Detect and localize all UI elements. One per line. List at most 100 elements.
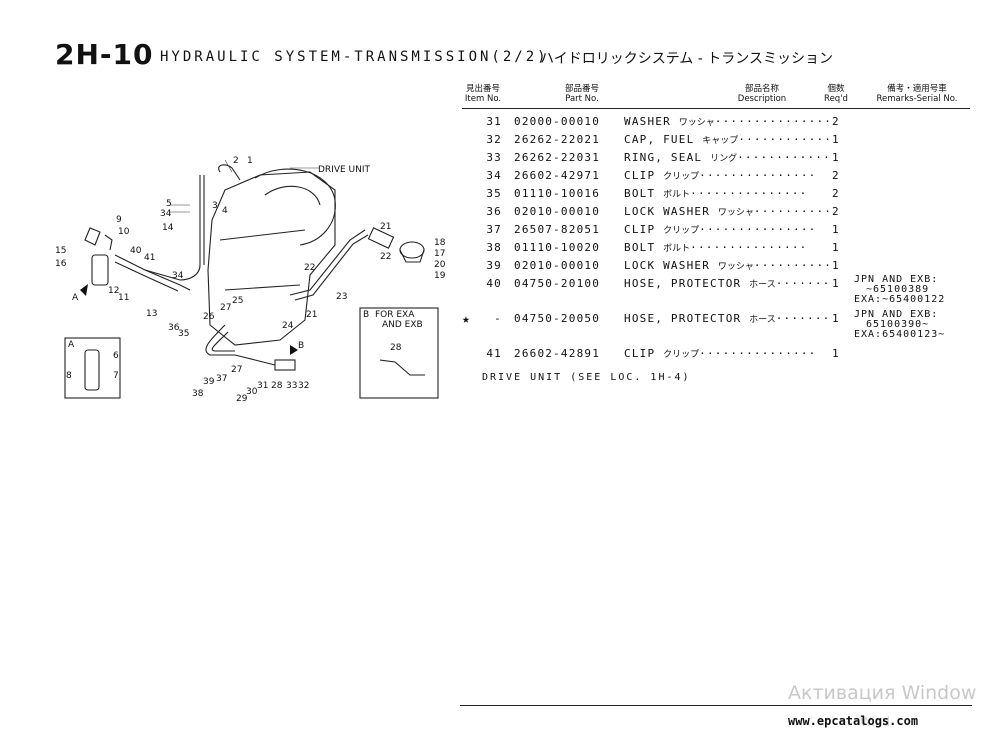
bottom-rule bbox=[460, 705, 972, 706]
col-req: 個数 Req'd bbox=[818, 84, 854, 104]
dot-leader: ··············· bbox=[690, 241, 808, 254]
quantity: 1 bbox=[832, 277, 840, 290]
description-en: LOCK WASHER bbox=[624, 259, 711, 272]
callout: 17 bbox=[434, 249, 445, 259]
quantity: 1 bbox=[832, 223, 840, 236]
pipe-right bbox=[289, 229, 366, 296]
pipe-lower bbox=[205, 324, 276, 366]
description-jp: キャップ bbox=[702, 136, 739, 146]
callout: 35 bbox=[178, 329, 189, 339]
description-en: CLIP bbox=[624, 347, 656, 360]
col-part-jp: 部品番号 bbox=[564, 84, 599, 94]
quantity: 1 bbox=[832, 151, 840, 164]
description: CLIP クリップ··············· bbox=[624, 169, 830, 182]
quantity: 1 bbox=[832, 312, 840, 325]
item-number: 35 bbox=[486, 187, 502, 200]
arrow-a-icon bbox=[80, 284, 88, 296]
page-title-jp: ハイドロリックシステム - トランスミッション bbox=[540, 51, 833, 67]
dot-leader: ··············· bbox=[738, 133, 830, 146]
item-number: 34 bbox=[486, 169, 502, 182]
item-number: 33 bbox=[486, 151, 502, 164]
callout: 21 bbox=[380, 222, 391, 232]
description: CLIP クリップ··············· bbox=[624, 347, 830, 360]
dot-leader: ··············· bbox=[753, 205, 830, 218]
callout: 32 bbox=[298, 381, 309, 391]
description: HOSE, PROTECTOR ホース··············· bbox=[624, 277, 830, 290]
quantity: 2 bbox=[832, 169, 840, 182]
callout: 13 bbox=[146, 309, 157, 319]
description-jp: ワッシャ bbox=[717, 208, 754, 218]
callout: 19 bbox=[434, 271, 446, 281]
remark-line: JPN AND EXB: bbox=[854, 274, 939, 285]
part-number: 26262-22021 bbox=[514, 133, 601, 146]
dot-leader: ··············· bbox=[737, 151, 830, 164]
dot-leader: ··············· bbox=[699, 223, 817, 236]
col-item-en: Item No. bbox=[464, 94, 502, 104]
inset-b-box bbox=[359, 307, 439, 399]
callout: 27 bbox=[231, 365, 242, 375]
description-en: HOSE, PROTECTOR bbox=[624, 277, 742, 290]
item-number: - bbox=[494, 312, 502, 325]
part-number: 02010-00010 bbox=[514, 205, 601, 218]
table-row: 32 26262-22021 CAP, FUEL キャップ·············… bbox=[462, 130, 970, 148]
callout: 25 bbox=[232, 296, 243, 306]
inset-b-label: B bbox=[363, 310, 369, 320]
description-en: CLIP bbox=[624, 169, 656, 182]
page-title: HYDRAULIC SYSTEM-TRANSMISSION(2/2) bbox=[160, 49, 549, 65]
callout: 41 bbox=[144, 253, 155, 263]
quantity: 2 bbox=[832, 115, 840, 128]
callout: 38 bbox=[192, 389, 204, 399]
quantity: 1 bbox=[832, 133, 840, 146]
callout: 2 bbox=[233, 156, 239, 166]
quantity: 1 bbox=[832, 259, 840, 272]
callout: 24 bbox=[282, 321, 294, 331]
callout: 28 bbox=[271, 381, 283, 391]
part-number: 26602-42891 bbox=[514, 347, 601, 360]
part-number: 01110-10020 bbox=[514, 241, 601, 254]
callout: 12 bbox=[108, 286, 119, 296]
description-jp: ホース bbox=[749, 315, 776, 325]
col-desc-jp: 部品名称 bbox=[744, 84, 779, 94]
item-number: 32 bbox=[486, 133, 502, 146]
dot-leader: ··············· bbox=[775, 312, 830, 325]
description-jp: クリップ bbox=[663, 172, 700, 182]
callout: 36 bbox=[168, 323, 180, 333]
callout: 6 bbox=[113, 351, 119, 361]
callout: 4 bbox=[222, 206, 228, 216]
col-req-jp: 個数 bbox=[827, 84, 845, 94]
part-number: 01110-10016 bbox=[514, 187, 601, 200]
page-code: 2H-10 bbox=[55, 38, 154, 71]
description-en: BOLT bbox=[624, 187, 656, 200]
description: WASHER ワッシャ··············· bbox=[624, 115, 830, 128]
col-remarks-en: Remarks-Serial No. bbox=[876, 94, 958, 104]
callout: 11 bbox=[118, 293, 129, 303]
col-remarks-jp: 備考・適用号車 bbox=[887, 84, 947, 94]
item-number: 40 bbox=[486, 277, 502, 290]
callout: 23 bbox=[336, 292, 347, 302]
callout: 40 bbox=[130, 246, 142, 256]
watermark-text-2: Wind bbox=[860, 715, 891, 729]
callout: 5 bbox=[166, 199, 172, 209]
drive-unit-flange bbox=[254, 168, 336, 246]
callout: 7 bbox=[113, 371, 119, 381]
callout: 34 bbox=[160, 209, 172, 219]
description: CAP, FUEL キャップ··············· bbox=[624, 133, 830, 146]
description-jp: ワッシャ bbox=[717, 262, 754, 272]
parts-diagram: DRIVE UNIT A B FOR EXA AND EXB A B 1 2 3… bbox=[50, 150, 460, 410]
callout: 8 bbox=[66, 371, 72, 381]
description-en: RING, SEAL bbox=[624, 151, 703, 164]
remark-line: JPN AND EXB: bbox=[854, 309, 939, 320]
site-url[interactable]: www.epcatalogs.com bbox=[788, 714, 919, 728]
arrow-b-icon bbox=[290, 345, 298, 355]
col-item-jp: 見出番号 bbox=[465, 84, 500, 94]
description: LOCK WASHER ワッシャ··············· bbox=[624, 205, 830, 218]
remarks: JPN AND EXB:65100390~EXA:65400123~ bbox=[854, 310, 945, 340]
callout: 37 bbox=[216, 374, 227, 384]
